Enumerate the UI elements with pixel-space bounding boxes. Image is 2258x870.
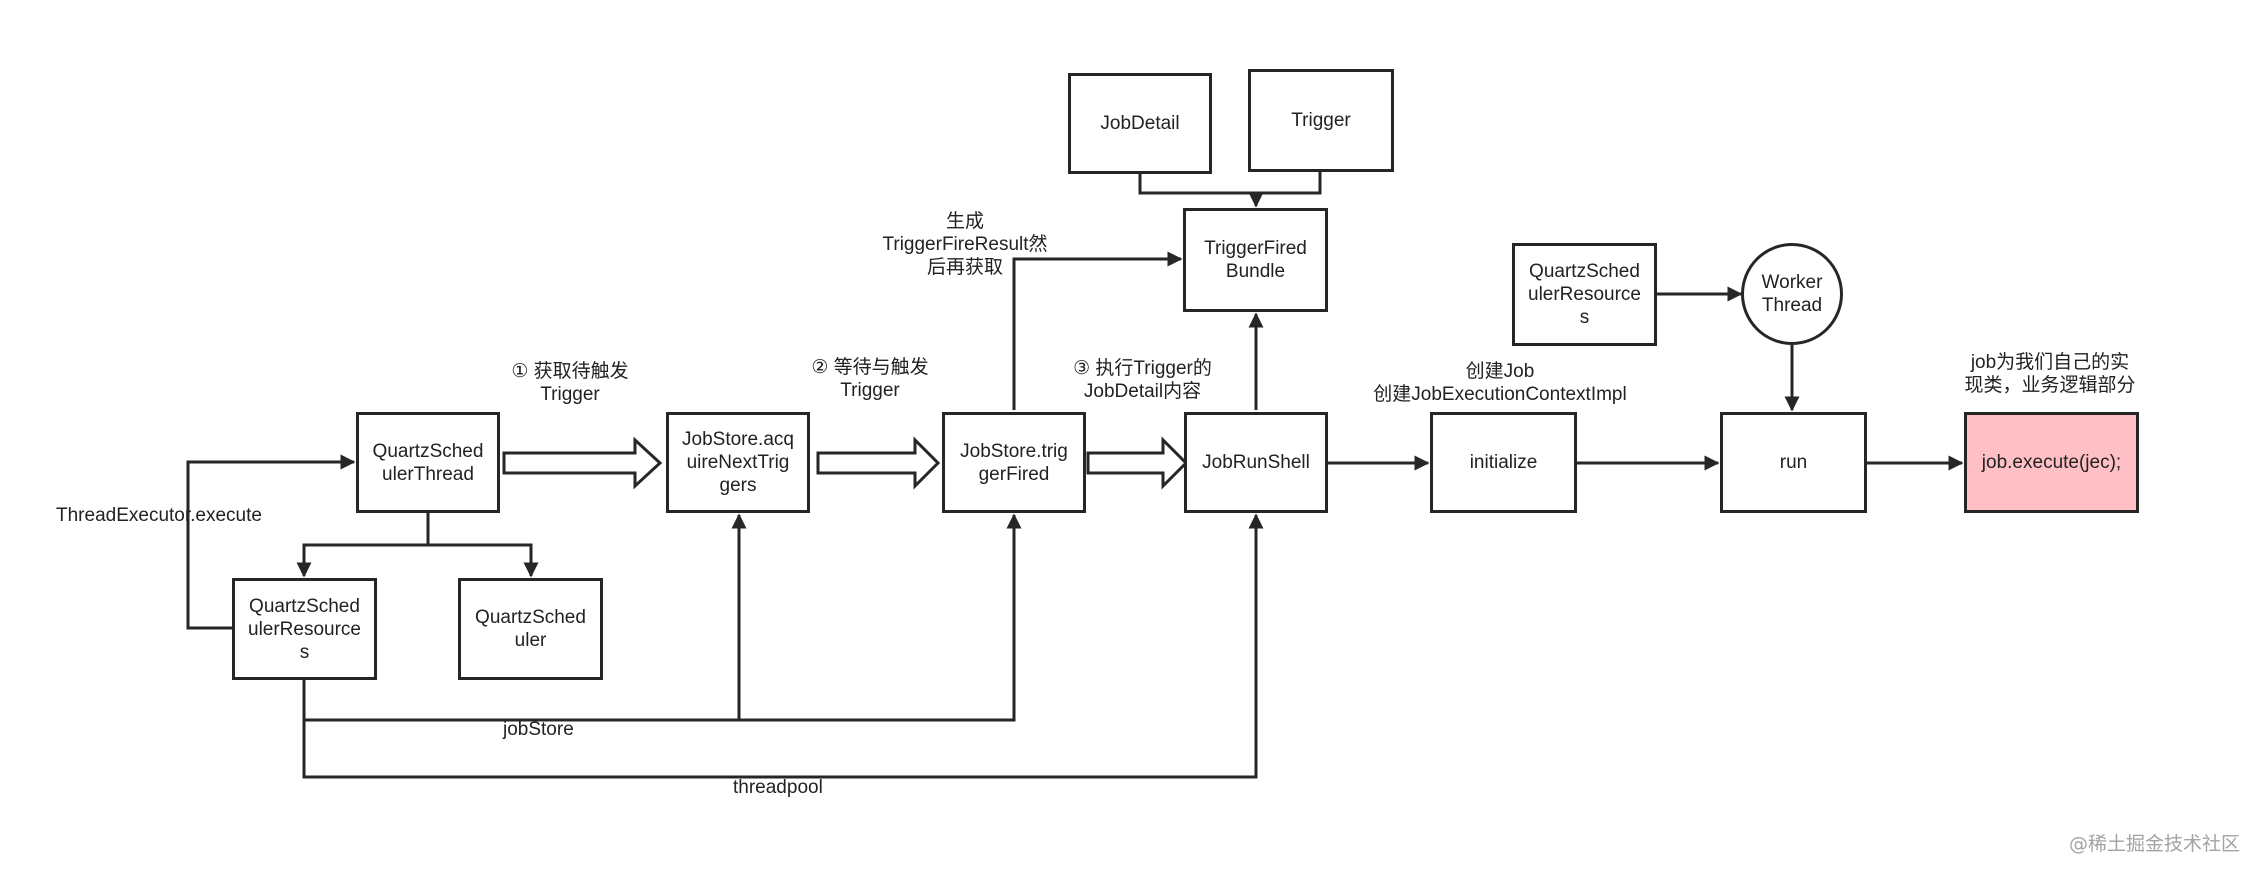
label-create-job: 创建Job 创建JobExecutionContextImpl bbox=[1373, 361, 1627, 405]
label-threadpool: threadpool bbox=[733, 777, 823, 798]
label-step1: ① 获取待触发 Trigger bbox=[511, 361, 629, 405]
node-quartz-scheduler-thread: QuartzSched ulerThread bbox=[356, 412, 500, 513]
node-quartz-scheduler: QuartzSched uler bbox=[458, 578, 603, 680]
connector-trigger-bundle bbox=[1256, 172, 1322, 195]
node-quartz-scheduler-resources-2: QuartzSched ulerResource s bbox=[1512, 243, 1657, 346]
connector-to-resources bbox=[296, 543, 428, 578]
hollow-arrow-acquire-fired bbox=[816, 436, 941, 490]
label-step2: ② 等待与触发 Trigger bbox=[811, 357, 929, 401]
node-job-detail: JobDetail bbox=[1068, 73, 1212, 174]
watermark: @稀土掘金技术社区 bbox=[2068, 833, 2240, 855]
connector-generate-bundle bbox=[1012, 251, 1183, 410]
connector-jobdetail-bundle bbox=[1138, 174, 1256, 195]
node-trigger-fired-bundle: TriggerFired Bundle bbox=[1183, 208, 1328, 312]
hollow-arrow-fired-shell bbox=[1086, 436, 1189, 490]
connector-to-scheduler bbox=[428, 543, 539, 578]
node-initialize: initialize bbox=[1430, 412, 1577, 513]
label-jobstore: jobStore bbox=[503, 719, 574, 740]
label-job-desc: job为我们自己的实 现类，业务逻辑部分 bbox=[1964, 352, 2136, 396]
connector-thread-executor bbox=[186, 454, 356, 630]
connector-jobstore bbox=[302, 513, 1022, 722]
connector-threadpool bbox=[302, 513, 1264, 779]
node-run: run bbox=[1720, 412, 1867, 513]
node-job-execute: job.execute(jec); bbox=[1964, 412, 2139, 513]
node-jobstore-acquire-next-triggers: JobStore.acq uireNextTrig gers bbox=[666, 412, 810, 513]
label-generate: 生成 TriggerFireResult然 后再获取 bbox=[882, 211, 1048, 278]
node-jobstore-trigger-fired: JobStore.trig gerFired bbox=[942, 412, 1086, 513]
node-worker-thread: Worker Thread bbox=[1741, 243, 1843, 345]
node-quartz-scheduler-resources: QuartzSched ulerResource s bbox=[232, 578, 377, 680]
node-trigger: Trigger bbox=[1248, 69, 1394, 172]
label-thread-executor: ThreadExecutor.execute bbox=[56, 505, 262, 526]
node-job-run-shell: JobRunShell bbox=[1184, 412, 1328, 513]
label-step3: ③ 执行Trigger的 JobDetail内容 bbox=[1073, 358, 1212, 402]
hollow-arrow-qst-acquire bbox=[502, 436, 663, 490]
